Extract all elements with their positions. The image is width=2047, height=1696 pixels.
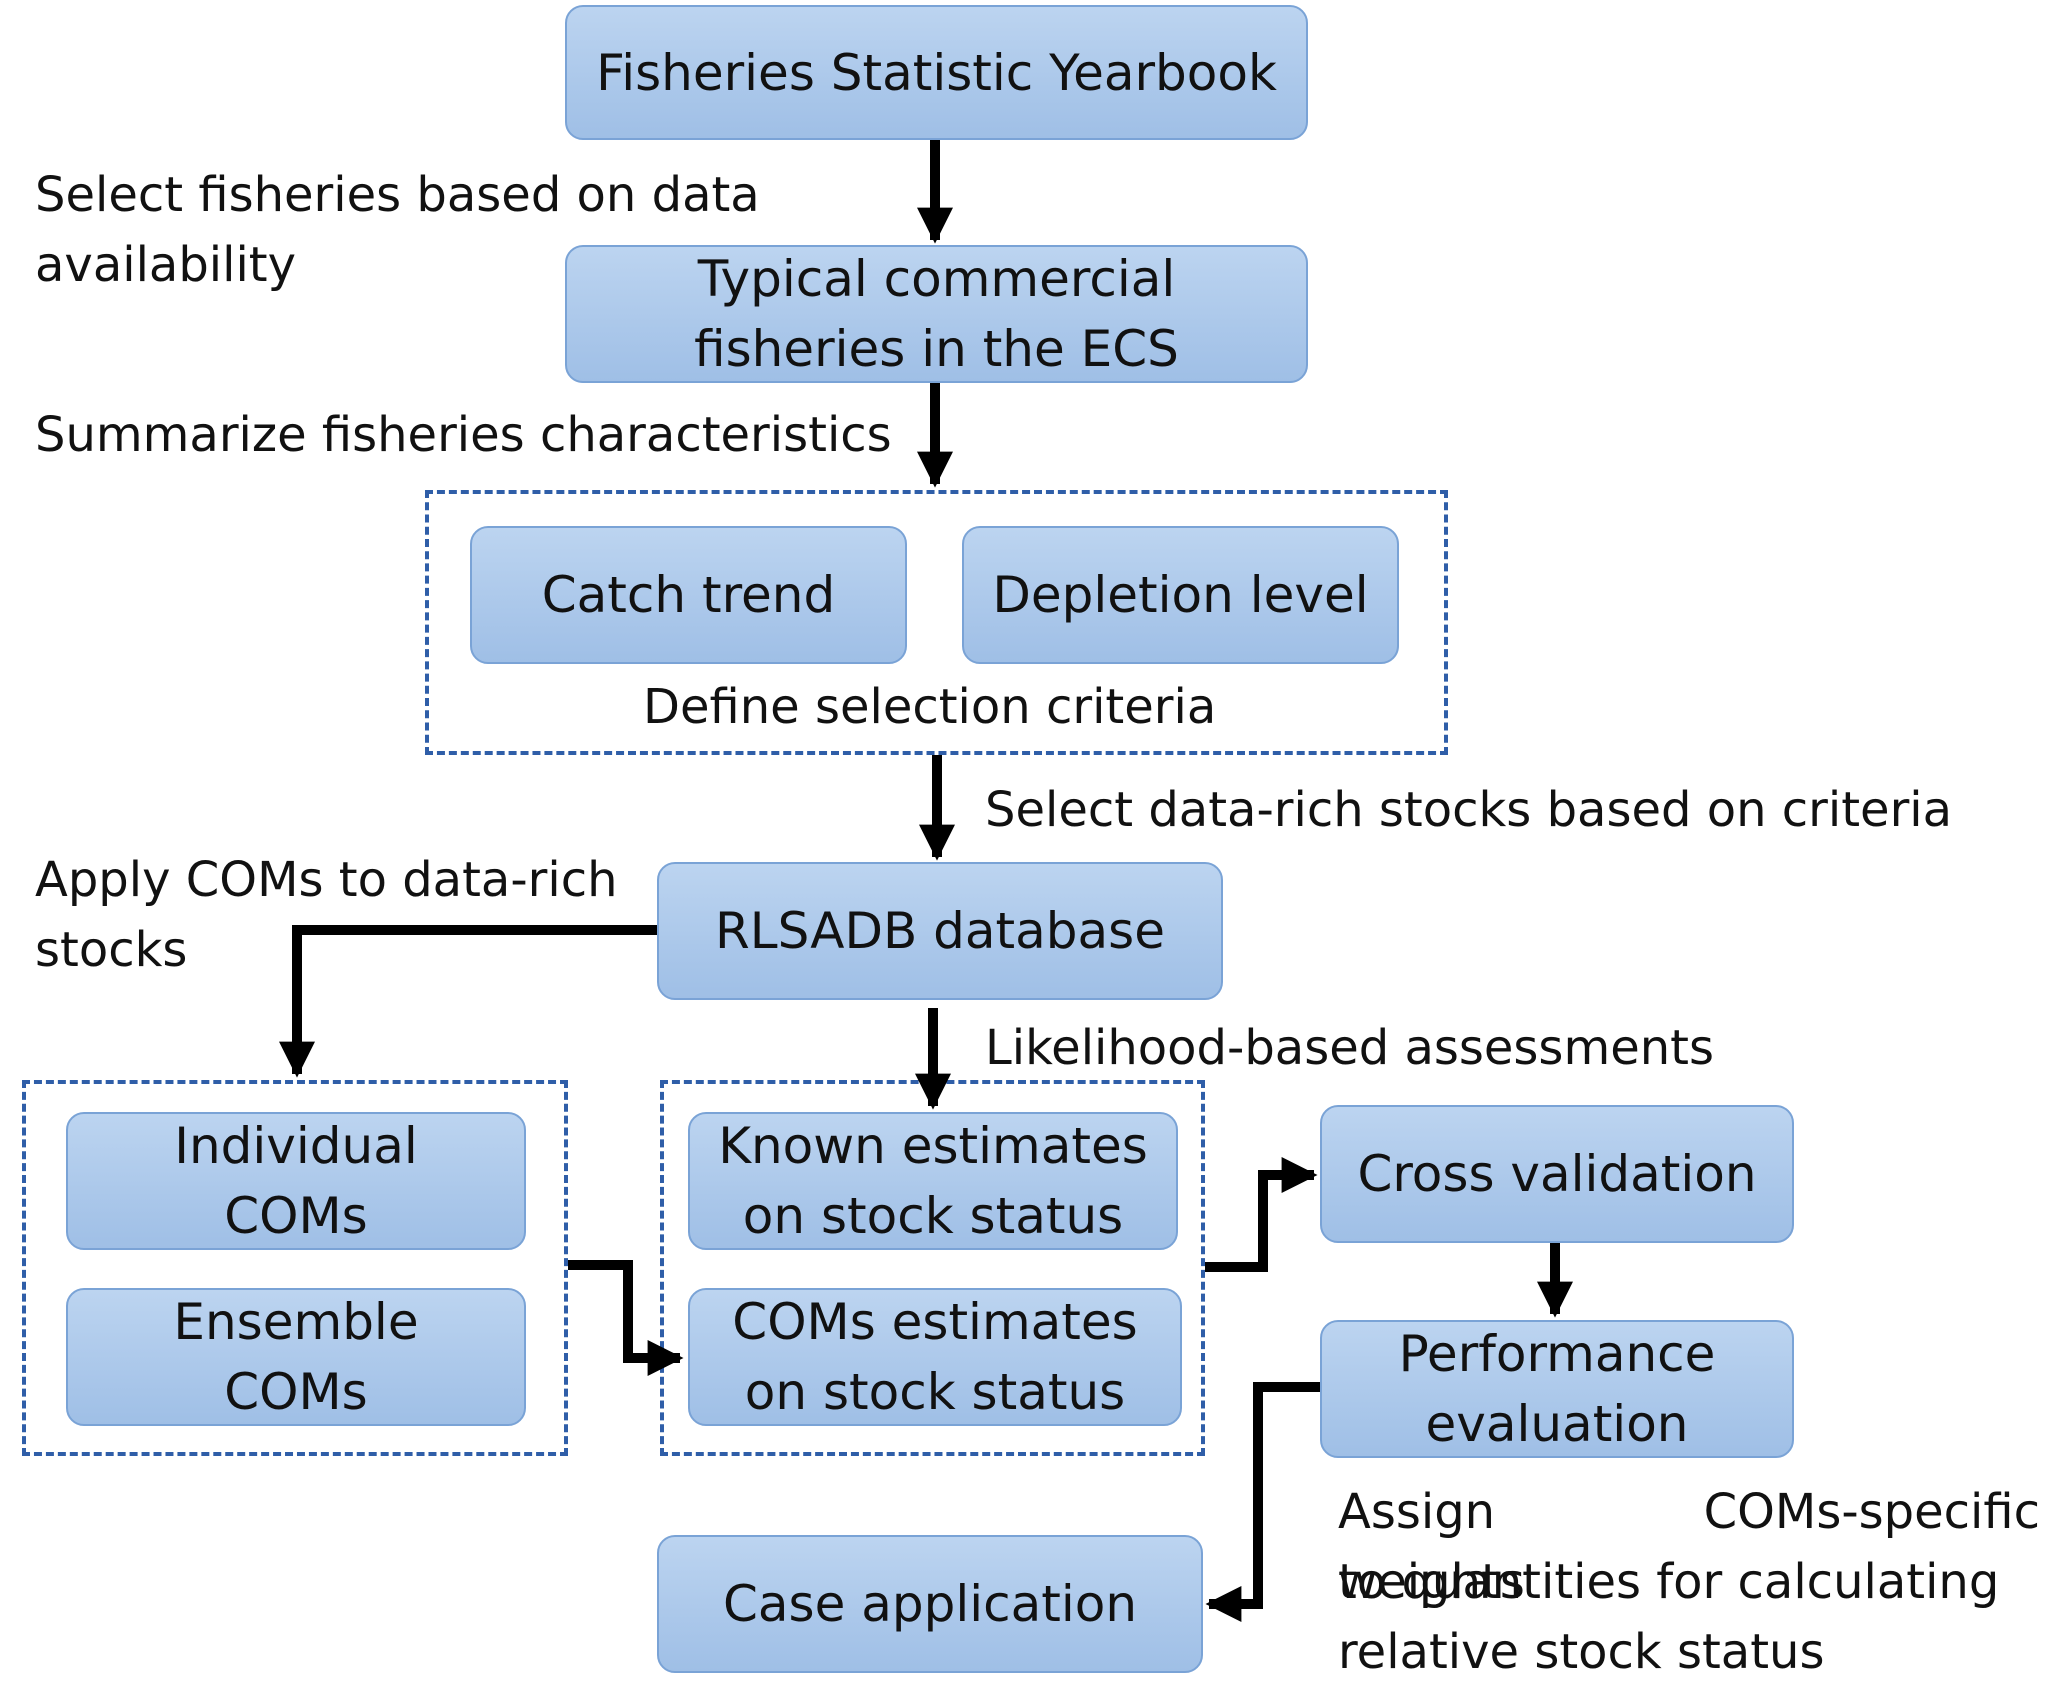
arrow-rlsadb-to-coms-group bbox=[279, 925, 657, 1078]
coms-group bbox=[22, 1080, 568, 1456]
known-estimates-box: Known estimates on stock status bbox=[688, 1112, 1178, 1250]
yearbook-box: Fisheries Statistic Yearbook bbox=[565, 5, 1308, 140]
assign-weights-label-1: Assign COMs-specific weights bbox=[1338, 1484, 2040, 1610]
case-application-label: Case application bbox=[722, 1575, 1138, 1633]
coms-estimates-box: COMs estimates on stock status bbox=[688, 1288, 1182, 1426]
arrow-estimates-to-cross-validation bbox=[1205, 1157, 1318, 1272]
arrow-performance-to-case-application bbox=[1205, 1382, 1320, 1622]
apply-coms-label-1: Apply COMs to data-rich bbox=[35, 852, 618, 908]
arrow-coms-group-to-coms-estimates bbox=[568, 1260, 684, 1376]
define-criteria-label: Define selection criteria bbox=[643, 679, 1217, 735]
rlsadb-box: RLSADB database bbox=[657, 862, 1223, 1000]
cross-validation-box: Cross validation bbox=[1320, 1105, 1794, 1243]
assign-weights-label-2: to quantities for calculating bbox=[1338, 1554, 2000, 1610]
coms-estimates-label-2: on stock status bbox=[744, 1363, 1126, 1421]
typical-fisheries-box: Typical commercial fisheries in the ECS bbox=[565, 245, 1308, 383]
performance-evaluation-label-2: evaluation bbox=[1425, 1395, 1689, 1453]
catch-trend-label: Catch trend bbox=[541, 566, 836, 624]
typical-fisheries-label-1: Typical commercial bbox=[697, 250, 1176, 308]
yearbook-label: Fisheries Statistic Yearbook bbox=[596, 43, 1277, 102]
ensemble-coms-label-1: Ensemble bbox=[173, 1293, 419, 1351]
performance-evaluation-label-1: Performance bbox=[1398, 1325, 1716, 1383]
depletion-level-box: Depletion level bbox=[962, 526, 1399, 664]
summarize-label: Summarize fisheries characteristics bbox=[35, 407, 892, 463]
typical-fisheries-label-2: fisheries in the ECS bbox=[694, 320, 1179, 378]
likelihood-label: Likelihood-based assessments bbox=[985, 1020, 1714, 1076]
coms-estimates-label-1: COMs estimates bbox=[732, 1293, 1138, 1351]
rlsadb-label: RLSADB database bbox=[715, 902, 1165, 960]
known-estimates-label-2: on stock status bbox=[742, 1187, 1124, 1245]
known-estimates-label-1: Known estimates bbox=[718, 1117, 1148, 1175]
individual-coms-label-1: Individual bbox=[174, 1117, 418, 1175]
assign-weights-label-3: relative stock status bbox=[1338, 1624, 1825, 1680]
performance-evaluation-box: Performance evaluation bbox=[1320, 1320, 1794, 1458]
select-fisheries-label-1: Select fisheries based on data bbox=[35, 167, 760, 223]
depletion-level-label: Depletion level bbox=[992, 566, 1369, 624]
individual-coms-label-2: COMs bbox=[224, 1187, 368, 1245]
catch-trend-box: Catch trend bbox=[470, 526, 907, 664]
apply-coms-label-2: stocks bbox=[35, 922, 188, 978]
cross-validation-label: Cross validation bbox=[1357, 1145, 1757, 1203]
ensemble-coms-label-2: COMs bbox=[224, 1363, 368, 1421]
select-stocks-label: Select data-rich stocks based on criteri… bbox=[985, 782, 1953, 838]
criteria-group bbox=[425, 490, 1448, 755]
case-application-box: Case application bbox=[657, 1535, 1203, 1673]
select-fisheries-label-2: availability bbox=[35, 237, 297, 293]
